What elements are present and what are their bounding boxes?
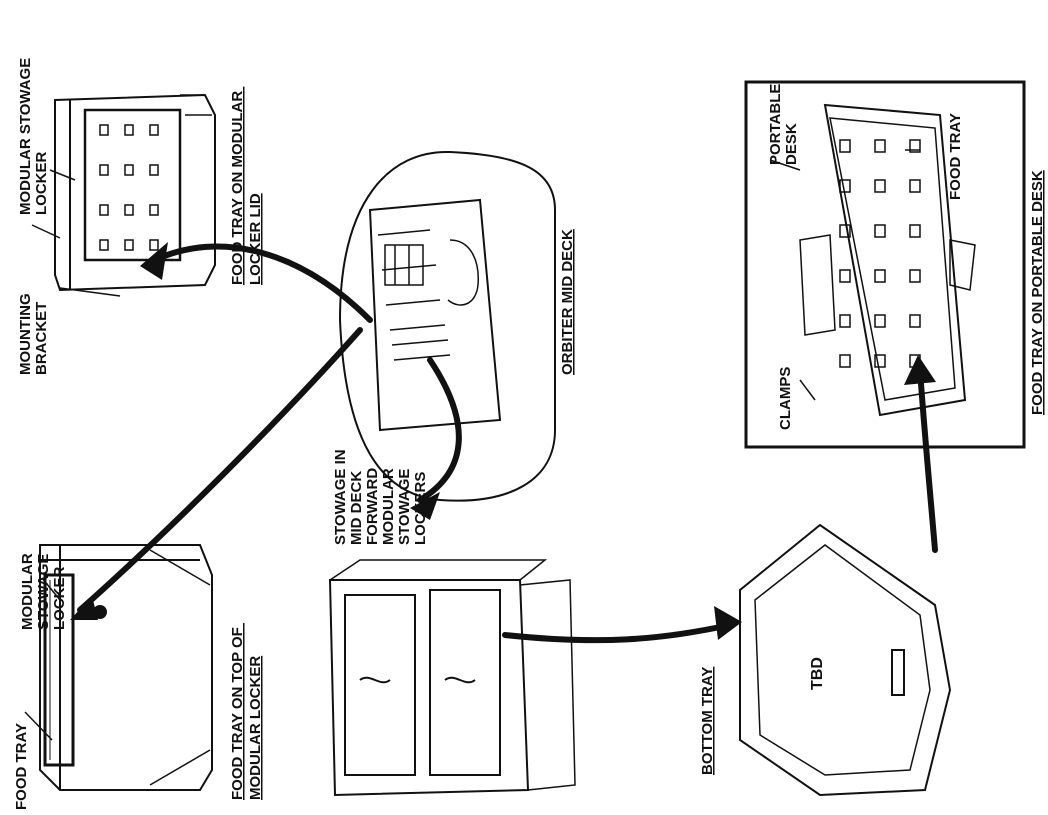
svg-text:STOWAGE IN MID DECK: STOWAGE IN MID DECK FORWARD MODULAR STOW… <box>332 445 429 545</box>
svg-text:MODULAR STOWAGE LOCKER: MODULAR STOWAGE LOCKER <box>17 54 50 215</box>
label-modular-stowage-locker-lid-2: LOCKER <box>33 152 50 216</box>
portable-desk-frame <box>744 80 1026 449</box>
label-stowage-mid-deck-3: FORWARD <box>364 468 381 545</box>
caption-locker-lid-2: LOCKER LID <box>247 193 264 285</box>
arrow-to-lockers <box>417 357 462 503</box>
label-portable-desk-1: PORTABLE <box>767 84 784 165</box>
arrow-to-lid <box>152 243 373 323</box>
label-tbd: TBD <box>809 657 826 690</box>
label-modular-stowage-locker-top-1: MODULAR <box>19 553 36 630</box>
svg-text:PORTABLE DESK: PORTABLE DESK <box>767 79 800 165</box>
svg-text:FOOD TRAY ON TOP OF MODU: FOOD TRAY ON TOP OF MODULAR LOCKER <box>229 623 264 800</box>
label-stowage-mid-deck-5: STOWAGE <box>396 469 413 545</box>
svg-text:MOUNTING BRACKET: MOUNTING BRACKET <box>17 289 50 375</box>
locker-lid-illustration <box>54 93 216 297</box>
caption-top-of-locker-1: FOOD TRAY ON TOP OF <box>229 627 246 800</box>
label-mounting-bracket-1: MOUNTING <box>17 293 34 375</box>
caption-locker-lid-1: FOOD TRAY ON MODULAR <box>229 91 246 285</box>
leader-lines <box>24 149 920 741</box>
caption-portable-desk: FOOD TRAY ON PORTABLE DESK <box>1029 170 1046 415</box>
label-stowage-mid-deck-2: MID DECK <box>348 471 365 545</box>
label-mounting-bracket-2: BRACKET <box>33 302 50 375</box>
caption-bottom-tray: BOTTOM TRAY <box>699 667 716 775</box>
caption-top-of-locker-2: MODULAR LOCKER <box>247 656 264 800</box>
orbiter-mid-deck-illustration <box>338 150 556 502</box>
mid-deck-lockers-illustration <box>328 559 576 797</box>
caption-orbiter-mid-deck: ORBITER MID DECK <box>559 229 576 375</box>
label-stowage-mid-deck-1: STOWAGE IN <box>332 449 349 545</box>
svg-text:MODULAR STOWAGE LO: MODULAR STOWAGE LOCKER <box>19 549 68 630</box>
arrow-to-top <box>77 327 363 613</box>
bottom-tray-illustration <box>739 523 952 797</box>
label-modular-stowage-locker-top-2: STOWAGE <box>35 554 52 630</box>
label-clamps: CLAMPS <box>777 367 794 430</box>
label-modular-stowage-locker-top-3: LOCKER <box>51 567 68 631</box>
label-modular-stowage-locker-lid-1: MODULAR STOWAGE <box>17 58 34 215</box>
arrow-to-bottom-tray <box>502 622 733 644</box>
flow-arrows <box>77 243 938 644</box>
label-food-tray-top: FOOD TRAY <box>13 723 30 810</box>
svg-text:FOOD TRAY ON MODULAR LOC: FOOD TRAY ON MODULAR LOCKER LID <box>229 87 264 285</box>
label-stowage-mid-deck-4: MODULAR <box>380 468 397 545</box>
locker-top-illustration <box>39 544 213 791</box>
label-stowage-mid-deck-6: LOCKERS <box>412 472 429 545</box>
portable-desk-illustration <box>744 80 1026 449</box>
label-food-tray-desk: FOOD TRAY <box>947 113 964 200</box>
arrow-to-desk <box>917 367 938 553</box>
label-portable-desk-2: DESK <box>783 123 800 165</box>
